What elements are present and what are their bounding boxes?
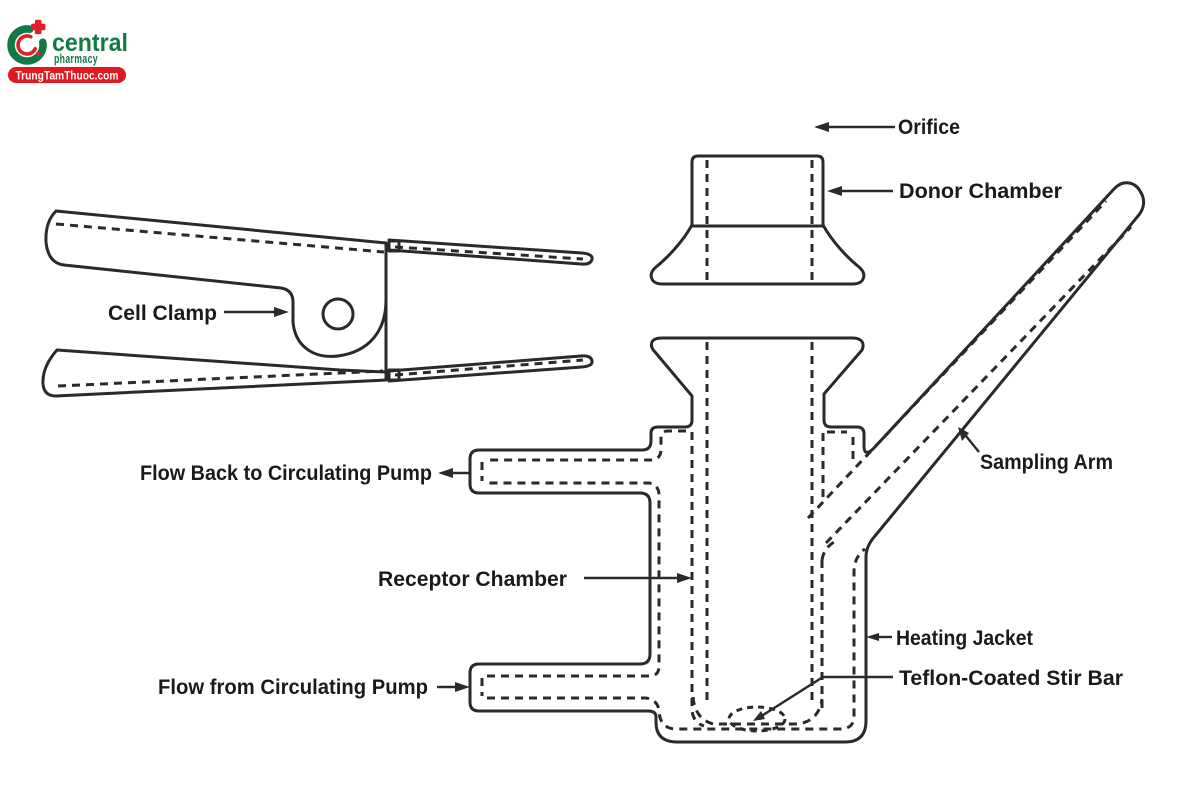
dashed-edge bbox=[820, 539, 837, 561]
arrow-head bbox=[753, 711, 765, 721]
callout-receptor-chamber: Receptor Chamber bbox=[378, 568, 692, 591]
arrow-head bbox=[827, 186, 842, 196]
dashed-edge bbox=[487, 429, 686, 462]
logo-badge bbox=[8, 67, 126, 83]
arrow-head bbox=[274, 307, 289, 317]
callout-stir-bar: Teflon-Coated Stir Bar bbox=[753, 667, 1123, 721]
callout-sampling-arm: Sampling Arm bbox=[958, 427, 1113, 474]
callout-donor-chamber: Donor Chamber bbox=[827, 180, 1062, 203]
dashed-edge bbox=[691, 696, 824, 726]
callout-heating-jacket: Heating Jacket bbox=[866, 627, 1033, 650]
dashed-edge bbox=[394, 358, 584, 377]
dashed-edge bbox=[487, 547, 866, 731]
watermark-logo: central pharmacy TrungTamThuoc.com bbox=[7, 19, 128, 83]
logo-brand-text: central bbox=[52, 29, 128, 57]
clamp-pivot-hole bbox=[321, 297, 355, 331]
stir-bar-label: Teflon-Coated Stir Bar bbox=[899, 667, 1123, 690]
callout-orifice: Orifice bbox=[814, 116, 960, 139]
clamp-upper-jaw bbox=[44, 209, 388, 358]
donor-chamber-label: Donor Chamber bbox=[899, 180, 1062, 203]
flow-from-label: Flow from Circulating Pump bbox=[158, 676, 428, 699]
dashed-edge bbox=[394, 245, 584, 261]
arrow-head bbox=[455, 682, 470, 692]
logo-sub-text: pharmacy bbox=[54, 52, 98, 66]
logo-plus-icon bbox=[34, 19, 42, 35]
sampling-arm-label: Sampling Arm bbox=[980, 451, 1113, 474]
logo-c-red-arc bbox=[16, 34, 37, 56]
callout-cell-clamp: Cell Clamp bbox=[108, 302, 289, 325]
donor-chamber-outline bbox=[649, 154, 866, 286]
cell-clamp-label: Cell Clamp bbox=[108, 302, 217, 325]
logo-badge-text: TrungTamThuoc.com bbox=[16, 69, 119, 83]
arrow-head bbox=[958, 427, 969, 441]
arrow-line bbox=[965, 435, 980, 453]
dashed-edge bbox=[824, 225, 1133, 545]
arrow-head bbox=[677, 573, 692, 583]
clamp-lower-handle bbox=[387, 354, 594, 383]
arrow-head bbox=[438, 468, 453, 478]
dashed-edge bbox=[57, 369, 384, 388]
clamp-lower-jaw bbox=[41, 348, 388, 398]
logo-red-dot bbox=[36, 51, 41, 56]
callout-flow-back: Flow Back to Circulating Pump bbox=[140, 462, 469, 485]
heating-jacket-label: Heating Jacket bbox=[896, 627, 1033, 650]
vessel-outline bbox=[468, 181, 1146, 744]
callout-flow-from: Flow from Circulating Pump bbox=[158, 676, 470, 699]
receptor-vessel-drawing bbox=[468, 181, 1146, 744]
clamp-upper-handle bbox=[387, 238, 594, 266]
stir-bar-shape bbox=[727, 705, 787, 733]
orifice-label: Orifice bbox=[898, 116, 960, 139]
receptor-chamber-label: Receptor Chamber bbox=[378, 568, 567, 591]
dashed-edge bbox=[690, 432, 705, 728]
arrow-head bbox=[866, 633, 879, 641]
donor-chamber-drawing bbox=[649, 154, 866, 286]
cell-clamp-drawing bbox=[41, 209, 594, 398]
dashed-edge bbox=[806, 199, 1108, 520]
leader-line bbox=[759, 675, 893, 719]
flow-back-label: Flow Back to Circulating Pump bbox=[140, 462, 432, 485]
hidden-edges bbox=[480, 199, 1133, 733]
arrow-head bbox=[814, 122, 829, 132]
